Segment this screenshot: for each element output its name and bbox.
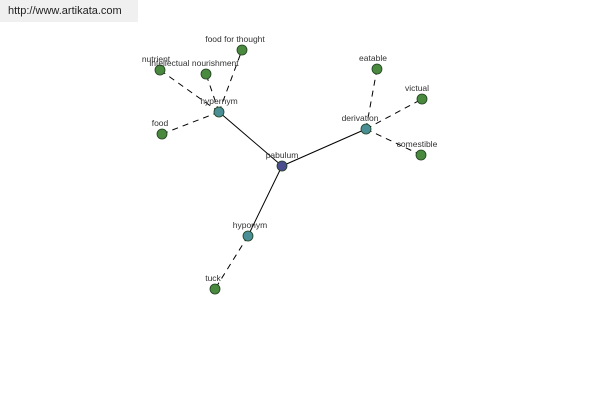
node-label-comestible[interactable]: comestible (397, 139, 438, 149)
graph-nodes: pabulum hypernym derivation hyponym nutrient… (142, 34, 438, 295)
node-food[interactable]: food (152, 118, 169, 140)
node-pabulum[interactable]: pabulum (266, 150, 299, 172)
edge-hypernym-food (161, 111, 220, 135)
graph-edges (159, 49, 423, 290)
node-tuck[interactable]: tuck (205, 273, 222, 295)
node-label-tuck[interactable]: tuck (205, 273, 221, 283)
node-hyponym[interactable]: hyponym (233, 220, 268, 242)
node-circle-victual[interactable] (416, 93, 428, 105)
node-label-food[interactable]: food (152, 118, 169, 128)
node-derivation[interactable]: derivation (342, 113, 379, 135)
node-circle-hyponym[interactable] (242, 230, 254, 242)
node-eatable[interactable]: eatable (359, 53, 387, 75)
site-url-banner[interactable]: http://www.artikata.com (0, 0, 138, 22)
edge-hypernym-nutrient (159, 69, 220, 113)
node-circle-tuck[interactable] (209, 283, 221, 295)
node-label-hyponym[interactable]: hyponym (233, 220, 268, 230)
node-circle-food[interactable] (156, 128, 168, 140)
node-circle-intellectual-nourishment[interactable] (200, 68, 212, 80)
node-victual[interactable]: victual (405, 83, 429, 105)
edge-pabulum-derivation (281, 128, 367, 167)
node-label-intellectual-nourishment[interactable]: intellectual nourishment (149, 58, 239, 68)
node-circle-food-for-thought[interactable] (236, 44, 248, 56)
node-label-pabulum[interactable]: pabulum (266, 150, 299, 160)
site-url-link[interactable]: http://www.artikata.com (8, 5, 122, 17)
node-circle-derivation[interactable] (360, 123, 372, 135)
node-circle-hypernym[interactable] (213, 106, 225, 118)
node-nutrient[interactable]: nutrient (142, 54, 171, 76)
node-label-eatable[interactable]: eatable (359, 53, 387, 63)
node-food-for-thought[interactable]: food for thought (205, 34, 265, 56)
node-intellectual-nourishment[interactable]: intellectual nourishment (149, 58, 239, 80)
node-comestible[interactable]: comestible (397, 139, 438, 161)
node-circle-nutrient[interactable] (154, 64, 166, 76)
edge-hypernym-intellectual-nourishment (205, 73, 220, 113)
node-label-nutrient[interactable]: nutrient (142, 54, 171, 64)
node-hypernym[interactable]: hypernym (200, 96, 238, 118)
node-circle-eatable[interactable] (371, 63, 383, 75)
node-label-hypernym[interactable]: hypernym (200, 96, 237, 106)
node-label-derivation[interactable]: derivation (342, 113, 379, 123)
edge-pabulum-hypernym (218, 111, 283, 167)
node-label-victual[interactable]: victual (405, 83, 429, 93)
node-label-food-for-thought[interactable]: food for thought (205, 34, 265, 44)
node-circle-comestible[interactable] (415, 149, 427, 161)
edge-hypernym-food-for-thought (218, 49, 243, 113)
edge-pabulum-hyponym (247, 165, 283, 237)
node-circle-pabulum[interactable] (276, 160, 288, 172)
